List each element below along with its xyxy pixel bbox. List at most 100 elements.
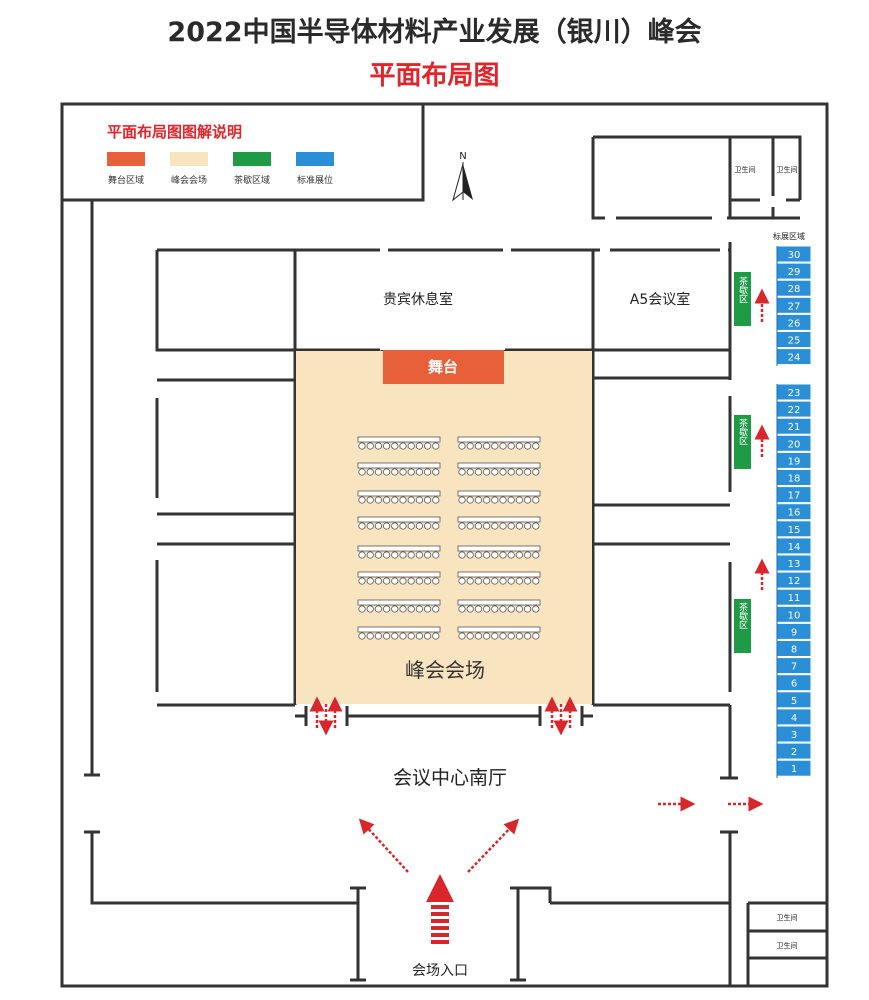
booth-number: 30 xyxy=(788,250,801,261)
booth: 22 xyxy=(776,400,812,418)
booth: 8 xyxy=(776,640,812,657)
booth-number: 13 xyxy=(788,559,801,570)
booth-number: 3 xyxy=(791,730,797,741)
booth: 15 xyxy=(776,520,812,538)
summit-hall-floor xyxy=(296,351,592,704)
booth-number: 27 xyxy=(788,301,801,312)
seat-row xyxy=(457,462,541,476)
seat-row xyxy=(457,516,541,530)
booth-number: 4 xyxy=(791,713,797,724)
booth-number: 5 xyxy=(791,696,797,707)
booth-number: 14 xyxy=(788,542,801,553)
stage-label: 舞台 xyxy=(428,358,458,376)
compass-north-label: N xyxy=(459,151,466,162)
booth-area: 3029282726252423222120191817161514131211… xyxy=(776,245,812,778)
seat-row xyxy=(357,436,441,450)
booth-number: 28 xyxy=(788,284,801,295)
booth: 20 xyxy=(776,434,812,452)
booth-number: 15 xyxy=(788,525,801,536)
booth-number: 16 xyxy=(788,508,801,519)
booth-number: 29 xyxy=(788,267,801,278)
booth: 12 xyxy=(776,571,812,589)
entrance-arrow-icon xyxy=(426,874,454,944)
tea-break-label: 茶歇区 xyxy=(737,601,748,629)
legend-swatch-tea xyxy=(233,152,271,166)
building-outline xyxy=(60,102,829,988)
legend: 平面布局图图解说明 舞台区域 峰会会场 茶歇区域 标准展位 xyxy=(60,102,425,202)
booth: 21 xyxy=(776,417,812,435)
vip-lounge-label: 贵宾休息室 xyxy=(383,291,453,308)
booth: 6 xyxy=(776,674,812,692)
legend-swatch-booth xyxy=(296,152,334,166)
tea-break-zone xyxy=(734,599,751,653)
booth: 2 xyxy=(776,742,812,760)
summit-hall-label: 峰会会场 xyxy=(405,658,485,682)
seat-row xyxy=(457,571,541,585)
tea-break-zone xyxy=(734,272,751,326)
seat-row xyxy=(357,516,441,530)
seat-row xyxy=(457,490,541,504)
booth-number: 6 xyxy=(791,679,797,690)
walls xyxy=(84,135,827,986)
booth: 19 xyxy=(776,451,812,469)
seat-row xyxy=(457,436,541,450)
page-title: 2022中国半导体材料产业发展（银川）峰会 xyxy=(167,17,702,48)
booth: 16 xyxy=(776,503,812,521)
compass-icon: N xyxy=(452,151,473,202)
tea-break-zones: 茶歇区 茶歇区 茶歇区 xyxy=(734,272,751,653)
seating-area xyxy=(357,436,541,640)
seat-row xyxy=(357,545,441,559)
booth: 9 xyxy=(776,622,812,640)
booth-area-label: 标展区域 xyxy=(773,231,805,241)
booth-number: 23 xyxy=(788,388,801,399)
booth-number: 11 xyxy=(788,593,801,604)
seat-row xyxy=(357,626,441,640)
a5-meeting-room-label: A5会议室 xyxy=(630,291,690,308)
booth: 28 xyxy=(776,279,812,297)
booth: 11 xyxy=(776,588,812,606)
seat-row xyxy=(357,571,441,585)
legend-swatch-stage xyxy=(107,152,145,166)
stage-area xyxy=(383,350,504,384)
tea-break-label: 茶歇区 xyxy=(737,417,748,445)
legend-label-stage: 舞台区域 xyxy=(108,174,144,186)
arrow-up-right-icon xyxy=(467,818,520,873)
booth-number: 22 xyxy=(788,405,801,416)
booth-number: 10 xyxy=(788,610,801,621)
booth-number: 17 xyxy=(788,491,801,502)
restroom-label-top-right: 卫生间 xyxy=(777,165,798,174)
booth: 18 xyxy=(776,469,812,486)
booth: 30 xyxy=(776,245,812,263)
booth-number: 20 xyxy=(788,439,801,450)
booth-number: 25 xyxy=(788,336,801,347)
booth: 1 xyxy=(776,759,812,777)
booth: 3 xyxy=(776,725,812,743)
booth: 23 xyxy=(776,383,812,401)
tea-break-zone xyxy=(734,415,751,469)
booth-number: 19 xyxy=(788,456,801,467)
legend-label-tea: 茶歇区域 xyxy=(234,174,270,186)
legend-label-booth: 标准展位 xyxy=(297,174,333,186)
seat-row xyxy=(457,626,541,640)
booth-number: 9 xyxy=(791,627,797,638)
page-subtitle: 平面布局图 xyxy=(369,61,500,91)
booth-number: 8 xyxy=(791,645,797,656)
tea-break-label: 茶歇区 xyxy=(737,275,748,303)
booth: 17 xyxy=(776,486,812,504)
legend-label-hall: 峰会会场 xyxy=(171,174,207,186)
seat-row xyxy=(357,490,441,504)
restroom-label-top-left: 卫生间 xyxy=(735,165,756,174)
seat-row xyxy=(357,462,441,476)
booth-number: 2 xyxy=(791,747,797,758)
booth-number: 7 xyxy=(791,662,797,673)
booth: 7 xyxy=(776,657,812,675)
booth: 29 xyxy=(776,262,812,280)
flow-arrows xyxy=(309,288,770,873)
booth: 26 xyxy=(776,313,812,331)
booth-number: 12 xyxy=(788,576,801,587)
restroom-label-bottom-upper: 卫生间 xyxy=(777,913,798,922)
seat-row xyxy=(357,599,441,613)
booth: 24 xyxy=(776,348,812,366)
booth: 13 xyxy=(776,554,812,572)
booth: 27 xyxy=(776,296,812,314)
